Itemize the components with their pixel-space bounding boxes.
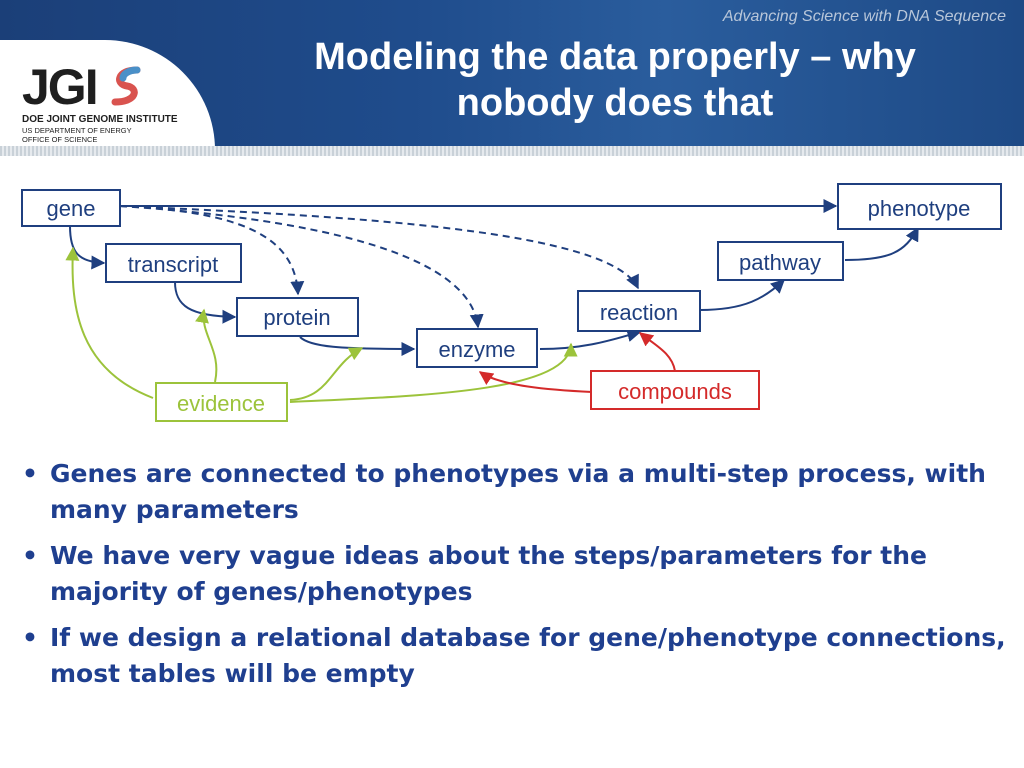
node-compounds: compounds <box>590 370 760 410</box>
node-transcript: transcript <box>105 243 242 283</box>
node-pathway-label: pathway <box>739 250 821 275</box>
bullet-text: We have very vague ideas about the steps… <box>50 541 928 606</box>
edge-gene-transcript <box>69 225 106 270</box>
logo-line-1: DOE JOINT GENOME INSTITUTE <box>22 114 178 125</box>
evidence-edges <box>65 246 578 403</box>
header-band <box>0 146 1024 156</box>
slide-title: Modeling the data properly – why nobody … <box>230 34 1000 126</box>
edge-evidence-protein <box>289 347 364 401</box>
node-protein-label: protein <box>263 305 330 330</box>
node-evidence: evidence <box>155 382 288 422</box>
node-gene-label: gene <box>47 196 96 221</box>
edge-compounds-enzyme <box>478 371 593 393</box>
node-phenotype-label: phenotype <box>868 196 971 221</box>
edge-reaction-pathway <box>699 279 786 311</box>
node-transcript-label: transcript <box>128 252 218 277</box>
edge-gene-enzyme-dashed <box>119 205 484 329</box>
slide-header: Advancing Science with DNA Sequence Mode… <box>0 0 1024 150</box>
dashed-edges <box>119 205 639 329</box>
logo-line-3: OFFICE OF SCIENCE <box>22 135 98 144</box>
jgi-swoosh-icon <box>111 66 140 106</box>
node-reaction-label: reaction <box>600 300 678 325</box>
logo-line-2: US DEPARTMENT OF ENERGY <box>22 126 132 135</box>
title-line-1: Modeling the data properly – why <box>314 36 916 78</box>
bullet-list: • Genes are connected to phenotypes via a… <box>20 456 1010 702</box>
node-protein: protein <box>236 297 359 337</box>
edge-gene-reaction-dashed <box>119 205 639 290</box>
bullet-item: • If we design a relational database for … <box>20 620 1010 692</box>
node-compounds-label: compounds <box>618 379 732 404</box>
edge-protein-enzyme <box>299 336 416 356</box>
node-enzyme: enzyme <box>416 328 538 368</box>
compounds-edges <box>478 332 676 393</box>
edge-evidence-gene <box>65 246 154 399</box>
node-evidence-label: evidence <box>177 391 265 416</box>
node-phenotype: phenotype <box>837 183 1002 230</box>
bullet-item: • Genes are connected to phenotypes via a… <box>20 456 1010 528</box>
bullet-item: • We have very vague ideas about the step… <box>20 538 1010 610</box>
edge-evidence-enzyme <box>289 342 578 403</box>
edge-transcript-protein <box>174 281 237 324</box>
bullet-dot-icon: • <box>22 623 38 652</box>
tagline: Advancing Science with DNA Sequence <box>722 8 1006 25</box>
title-line-2: nobody does that <box>456 82 774 124</box>
node-pathway: pathway <box>717 241 844 281</box>
node-gene: gene <box>21 189 121 227</box>
bullet-text: If we design a relational database for g… <box>50 623 1006 688</box>
jgi-logo-text: JGI <box>22 59 99 115</box>
pathway-diagram: gene phenotype transcript pathway protei… <box>21 183 1002 422</box>
edge-compounds-reaction <box>638 332 676 372</box>
jgi-logo: JGI <box>22 58 145 116</box>
node-enzyme-label: enzyme <box>438 337 515 362</box>
bullet-dot-icon: • <box>22 459 38 488</box>
node-reaction: reaction <box>577 290 701 332</box>
edge-evidence-transcript <box>195 308 218 383</box>
edge-enzyme-reaction <box>539 328 642 350</box>
bullet-dot-icon: • <box>22 541 38 570</box>
bullet-text: Genes are connected to phenotypes via a … <box>50 459 986 524</box>
edge-pathway-phenotype <box>844 226 919 261</box>
